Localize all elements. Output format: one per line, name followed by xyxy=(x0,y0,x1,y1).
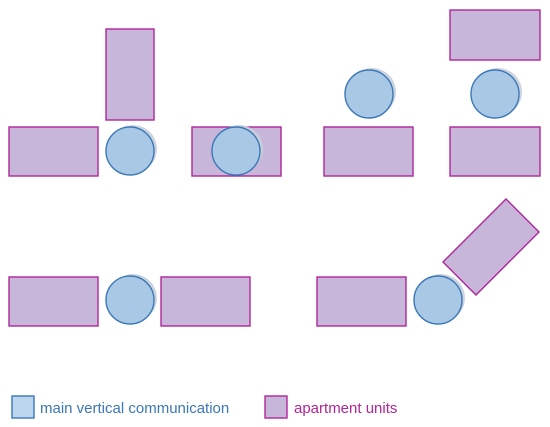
communication-core xyxy=(105,275,155,325)
apartment-unit-rotated xyxy=(442,198,540,296)
apartment-unit xyxy=(8,126,99,177)
communication-core xyxy=(105,126,155,176)
configuration-linear xyxy=(8,274,251,327)
apartment-unit xyxy=(105,28,155,121)
apartment-unit xyxy=(449,126,541,177)
apartment-unit xyxy=(160,276,251,327)
configuration-single-unit xyxy=(323,68,414,177)
legend-apartment-label: apartment units xyxy=(294,400,397,417)
communication-core xyxy=(470,69,520,119)
apartment-unit xyxy=(8,276,99,327)
apartment-unit xyxy=(316,276,407,327)
apartment-unit xyxy=(323,126,414,177)
legend-communication-label: main vertical communication xyxy=(40,400,229,417)
configuration-stacked-units xyxy=(449,9,541,177)
configuration-angled xyxy=(316,198,540,327)
apartment-unit xyxy=(449,9,541,61)
legend: main vertical communication apartment un… xyxy=(11,395,397,419)
communication-core xyxy=(413,275,463,325)
configuration-t-shape xyxy=(8,28,282,177)
legend-communication-swatch xyxy=(11,395,35,419)
communication-core xyxy=(211,126,261,176)
communication-core xyxy=(344,69,394,119)
legend-apartment-swatch xyxy=(264,395,288,419)
